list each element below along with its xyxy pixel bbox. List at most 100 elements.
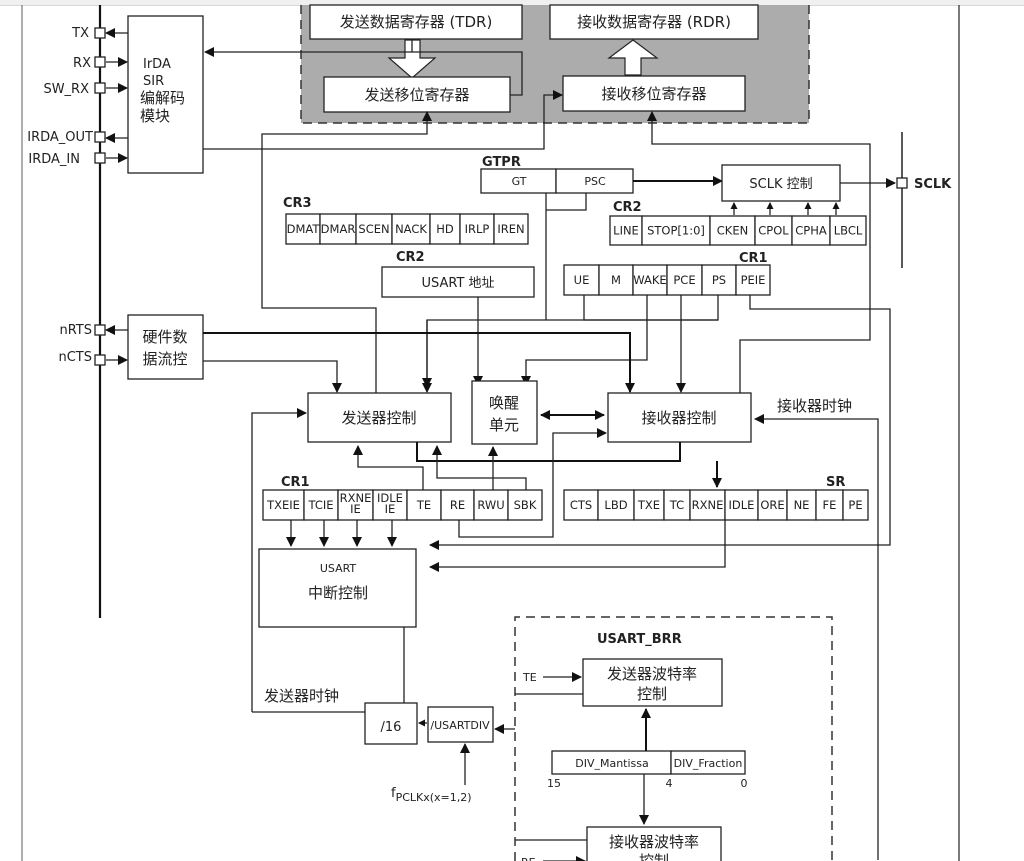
wake-to-wakeup-line [521,295,648,386]
cr1_bottom-field-label: RXNE [340,491,372,505]
sr-field-label: PE [848,498,862,512]
tx-clock-line [251,408,307,712]
rxctrl-bus-line [416,442,681,462]
tx-baud-label-2: 控制 [637,685,667,703]
transmitter-control-box: 发送器控制 [307,392,452,443]
sr-field-label: LBD [604,498,627,512]
transmitter-control-label: 发送器控制 [341,409,416,427]
cr3-field-cell [429,213,461,245]
rx-shift-label: 接收移位寄存器 [601,85,706,103]
cr1-top-title: CR1 [739,251,768,266]
cr3-field-cell [459,213,495,245]
cr2_top-field-label: CPHA [795,224,827,238]
sclk-control-label: SCLK 控制 [749,177,812,192]
cr1_top-field-label: UE [574,273,590,287]
cr2-top-title: CR2 [613,200,642,215]
rx-clock-line [754,414,879,860]
cr1_top-field-cell [563,264,600,296]
sr-field-label: TXE [637,498,660,512]
div16-box: /16 [364,702,418,745]
cr1_bottom-field-label: RWU [477,498,504,512]
ue-ps-bus-line [583,295,719,321]
sr-field-cell [563,489,599,521]
pin-ncts: nCTS [58,350,128,366]
te-to-txctrl-line [353,445,424,490]
cr3-field-label: NACK [395,222,427,236]
rxctrl-to-rxshift-line [647,111,871,395]
cr1_top-field-label: WAKE [633,273,666,287]
cr3-field-label: DMAR [321,222,356,236]
cr1_bottom-field-label: RE [450,498,465,512]
pin-nrts-label: nRTS [59,323,92,338]
cr3-field-cell [493,213,529,245]
cr1_bottom-field-label: SBK [514,498,537,512]
hw-flow-label-1: 硬件数 [142,328,187,346]
rx-baud-label-2: 控制 [639,852,669,861]
sr-field-label: TC [669,498,684,512]
psc-down-line [546,193,587,211]
sr-field-label: CTS [570,498,592,512]
rdr-label: 接收数据寄存器 (RDR) [577,13,731,31]
gtpr-title: GTPR [482,155,521,170]
cr2_top-field-label: CPOL [758,224,789,238]
rx-baud-label-1: 接收器波特率 [609,833,699,851]
sr-field-label: NE [794,498,810,512]
usart-address-box: USART 地址 [381,266,535,298]
cr1_bottom-field-cell [507,489,543,521]
cr3-field-label: DMAT [287,222,321,236]
cr1_top-field-cell [701,264,737,296]
te-input-label: TE [522,671,537,684]
cr2_top-field-cell [791,215,831,246]
wakeup-label-1: 唤醒 [489,394,519,412]
cr1_bottom-field-label: TCIE [307,498,333,512]
cr1_bottom-field-label: TXEIE [266,498,300,512]
usart-interrupt-control-box: USART 中断控制 [258,548,417,628]
receiver-clock-label: 接收器时钟 [777,397,852,415]
tx-shift-register-box: 发送移位寄存器 [323,76,511,113]
ue-to-txctrl-line [422,319,718,393]
brr-title: USART_BRR [597,632,682,647]
cr3-field-label: SCEN [358,222,389,236]
txctrl-to-txshift-line [261,111,432,395]
cr1_top-field-cell [666,264,703,296]
fpclk-label: fPCLKx(x=1,2) [391,786,472,804]
div16-label: /16 [381,720,402,735]
tdr-box: 发送数据寄存器 (TDR) [309,4,523,40]
tx-to-irda-line [204,47,523,96]
pin-irda-in-label: IRDA_IN [28,152,80,167]
sr-field-cell [815,489,844,521]
cr3-field-cell [355,213,393,245]
cr1_top-field-label: PS [712,273,726,287]
sr-field-cell [597,489,635,521]
gtpr-field-psc: PSC [584,175,606,188]
sr-field-label: RXNE [692,498,724,512]
pin-rx-label: RX [73,56,91,71]
irda-label-1: IrDA [143,57,171,72]
div-fraction-field: DIV_Fraction [674,757,743,770]
cr1_bottom-field-cell [372,489,408,521]
cr1_top-field-cell [598,264,634,296]
cr1_top-field-cell [735,264,771,296]
receiver-control-label: 接收器控制 [641,409,716,427]
cr1_top-field-label: PCE [673,273,695,287]
pin-nrts: nRTS [59,323,128,338]
cr1_bottom-field-cell [337,489,374,521]
irda-to-rx-shift-line [203,90,563,150]
pin-sclk-label: SCLK [914,177,952,192]
brr-register: DIV_Mantissa DIV_Fraction 15 4 0 [547,750,748,790]
cr1_top-field-label: PEIE [741,273,766,287]
sr-field-label: FE [823,498,837,512]
receiver-control-box: 接收器控制 [607,392,752,443]
pin-ncts-label: nCTS [58,350,92,365]
cr2-addr-title: CR2 [396,250,425,265]
pin-rx: RX [73,56,128,71]
cr1-bottom-title: CR1 [281,475,310,490]
flow-to-txctrl-line [203,360,342,393]
rdr-box: 接收数据寄存器 (RDR) [549,4,759,40]
irq-label-2: 中断控制 [308,584,368,602]
